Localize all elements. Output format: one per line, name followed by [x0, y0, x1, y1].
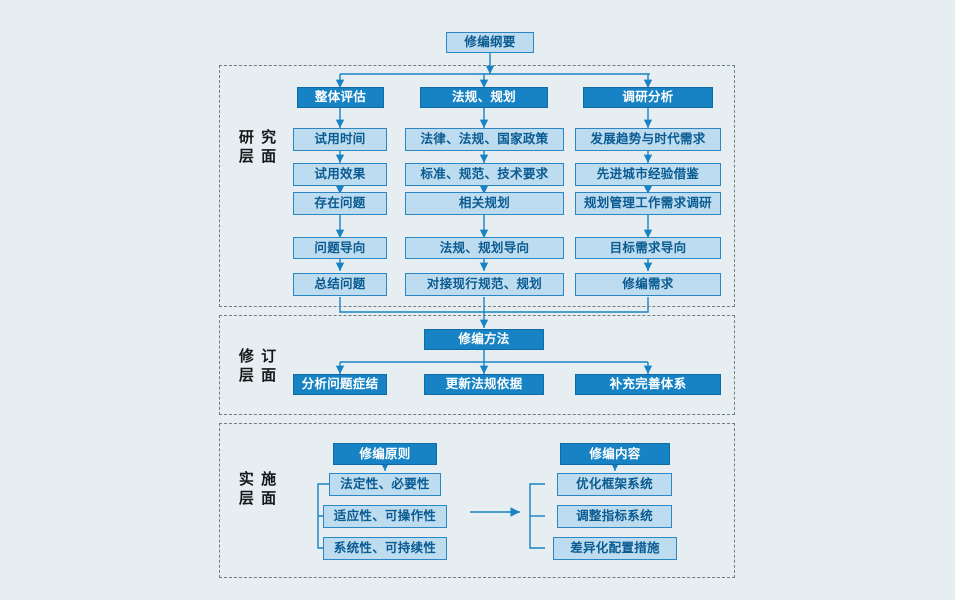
node-research-c2-result[interactable]: 对接现行规范、规划 [405, 273, 564, 296]
node-research-c1-item-3[interactable]: 存在问题 [293, 192, 387, 215]
node-revision-item-1[interactable]: 分析问题症结 [293, 374, 387, 395]
node-revision-item-3[interactable]: 补充完善体系 [575, 374, 721, 395]
panel-label-research: 研 究 层 面 [238, 128, 278, 166]
node-revision-item-2[interactable]: 更新法规依据 [424, 374, 544, 395]
node-implementation-left-item-1[interactable]: 法定性、必要性 [329, 473, 441, 496]
node-research-c3-result[interactable]: 修编需求 [575, 273, 721, 296]
node-research-c1-orientation[interactable]: 问题导向 [293, 237, 387, 259]
panel-label-research-line1: 研 究 [238, 128, 278, 146]
node-research-c3-orientation[interactable]: 目标需求导向 [575, 237, 721, 259]
node-implementation-left-header[interactable]: 修编原则 [333, 443, 437, 465]
node-implementation-right-item-1[interactable]: 优化框架系统 [557, 473, 672, 496]
node-research-c2-orientation[interactable]: 法规、规划导向 [405, 237, 564, 259]
node-research-c1-result[interactable]: 总结问题 [293, 273, 387, 296]
node-research-header-3[interactable]: 调研分析 [583, 87, 713, 108]
panel-label-revision-line2: 层 面 [238, 365, 278, 384]
node-revision-header[interactable]: 修编方法 [424, 329, 544, 350]
panel-label-implementation-line2: 层 面 [238, 488, 278, 507]
node-research-header-2[interactable]: 法规、规划 [420, 87, 548, 108]
node-research-c2-item-2[interactable]: 标准、规范、技术要求 [405, 163, 564, 186]
node-implementation-right-item-3[interactable]: 差异化配置措施 [553, 537, 677, 560]
node-research-c3-item-2[interactable]: 先进城市经验借鉴 [575, 163, 721, 186]
panel-label-revision-line1: 修 订 [238, 347, 278, 365]
panel-label-revision: 修 订 层 面 [238, 347, 278, 385]
node-research-c3-item-1[interactable]: 发展趋势与时代需求 [575, 128, 721, 151]
node-research-c3-item-3[interactable]: 规划管理工作需求调研 [575, 192, 721, 215]
node-research-c2-item-3[interactable]: 相关规划 [405, 192, 564, 215]
node-implementation-right-header[interactable]: 修编内容 [560, 443, 670, 465]
panel-revision [219, 315, 735, 415]
node-research-c2-item-1[interactable]: 法律、法规、国家政策 [405, 128, 564, 151]
node-implementation-left-item-3[interactable]: 系统性、可持续性 [323, 537, 447, 560]
node-research-c1-item-2[interactable]: 试用效果 [293, 163, 387, 186]
node-implementation-right-item-2[interactable]: 调整指标系统 [557, 505, 672, 528]
node-title[interactable]: 修编纲要 [446, 32, 534, 53]
node-research-c1-item-1[interactable]: 试用时间 [293, 128, 387, 151]
panel-label-research-line2: 层 面 [238, 146, 278, 165]
panel-label-implementation-line1: 实 施 [238, 470, 278, 488]
panel-implementation [219, 423, 735, 578]
panel-label-implementation: 实 施 层 面 [238, 470, 278, 508]
node-implementation-left-item-2[interactable]: 适应性、可操作性 [323, 505, 447, 528]
node-research-header-1[interactable]: 整体评估 [297, 87, 384, 108]
panel-research [219, 65, 735, 307]
